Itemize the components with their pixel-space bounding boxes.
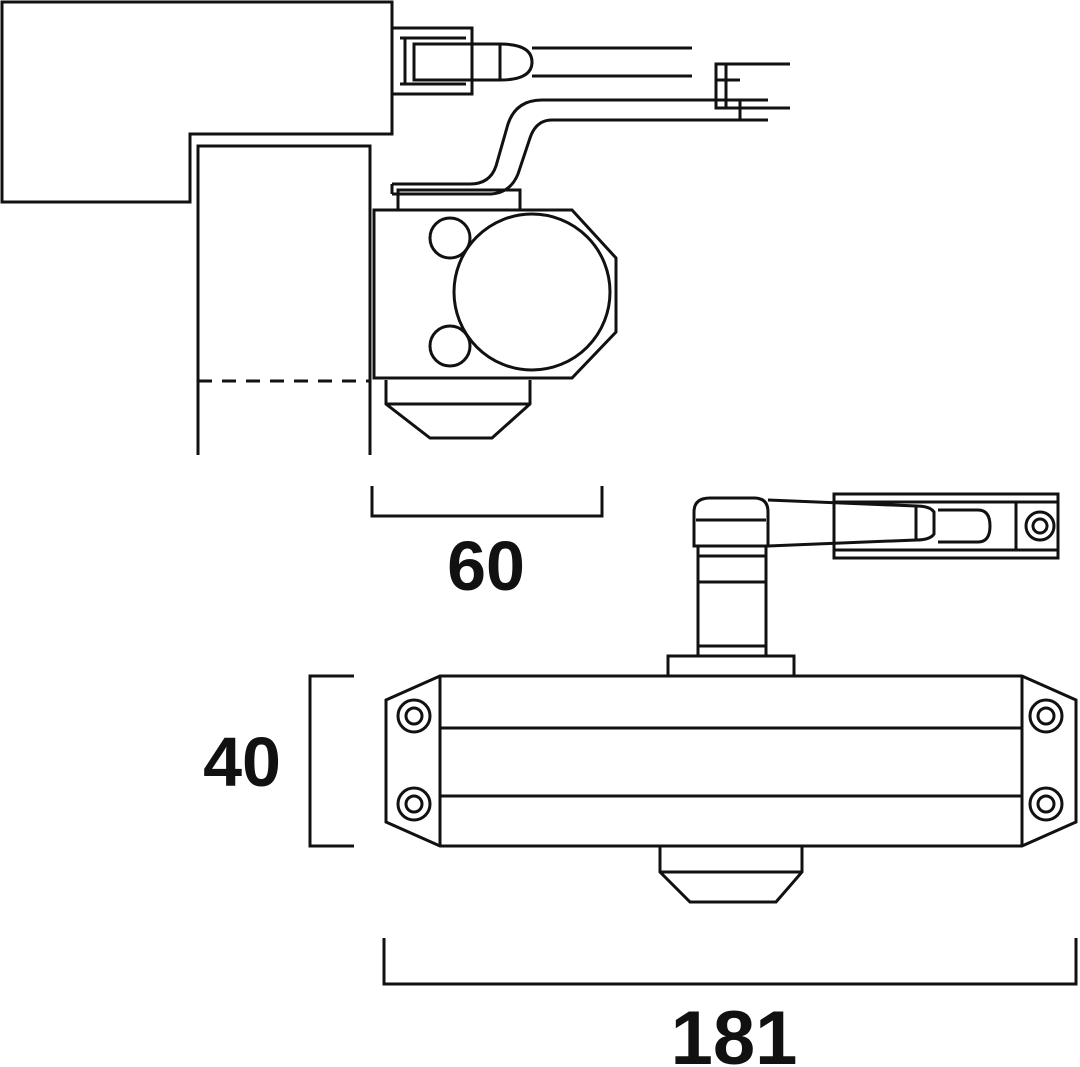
arm-bracket-front — [832, 492, 1060, 560]
top-plate — [396, 188, 522, 210]
dimension-label-60: 60 — [447, 527, 525, 605]
frame-bracket — [392, 26, 534, 96]
adjust-cap-side — [384, 380, 532, 440]
dimension-label-181: 181 — [671, 996, 798, 1067]
front-view — [384, 492, 1078, 904]
door-leaf — [196, 144, 372, 455]
door-frame-head — [0, 0, 394, 204]
mounting-screws — [396, 698, 1064, 822]
side-view — [0, 0, 790, 455]
spindle — [696, 544, 768, 658]
dimension-label-40: 40 — [203, 723, 281, 801]
arm-knuckle — [692, 496, 770, 548]
screw-boss-top — [428, 216, 472, 260]
closer-body-side — [372, 208, 618, 380]
screw-boss-bottom — [428, 324, 472, 368]
dimension-181 — [382, 938, 1078, 986]
dimension-40 — [308, 674, 354, 848]
cylinder-circle — [452, 212, 612, 372]
dimension-60 — [370, 486, 604, 518]
closer-body-front — [384, 674, 1078, 848]
arm-rods — [532, 46, 692, 78]
spindle-base — [666, 654, 796, 678]
adjust-cap-front — [658, 846, 804, 904]
cranked-arm — [390, 98, 768, 196]
front-arm — [767, 498, 936, 548]
